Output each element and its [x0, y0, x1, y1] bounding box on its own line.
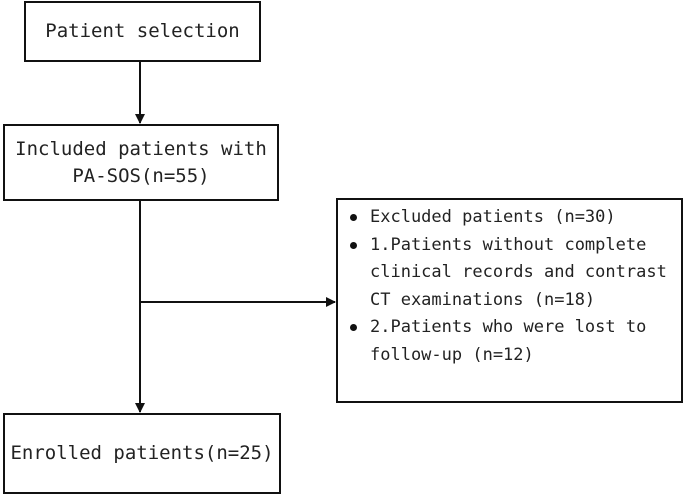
excluded-item-text: 1.Patients without complete clinical rec… — [370, 234, 667, 310]
enrolled-patients-box: Enrolled patients(n=25) — [3, 413, 281, 494]
enrolled-patients-label: Enrolled patients(n=25) — [10, 442, 274, 464]
included-patients-box: Included patients with PA-SOS(n=55) — [3, 124, 279, 201]
bullet-icon — [350, 241, 357, 249]
patient-selection-label: Patient selection — [45, 20, 240, 42]
patient-selection-box: Patient selection — [24, 1, 261, 62]
excluded-item-incomplete-records: 1.Patients without complete clinical rec… — [350, 232, 675, 315]
bullet-icon — [350, 324, 357, 331]
excluded-item-text: Excluded patients (n=30) — [370, 207, 616, 227]
excluded-patients-box: Excluded patients (n=30) 1.Patients with… — [336, 198, 683, 403]
excluded-item-total: Excluded patients (n=30) — [350, 204, 675, 232]
included-patients-label-line1: Included patients with — [15, 137, 267, 160]
included-patients-label-line2: PA-SOS(n=55) — [72, 164, 210, 187]
excluded-item-text: 2.Patients who were lost to follow-up (n… — [370, 317, 647, 365]
excluded-item-lost-follow-up: 2.Patients who were lost to follow-up (n… — [350, 314, 675, 369]
bullet-icon — [350, 214, 357, 221]
